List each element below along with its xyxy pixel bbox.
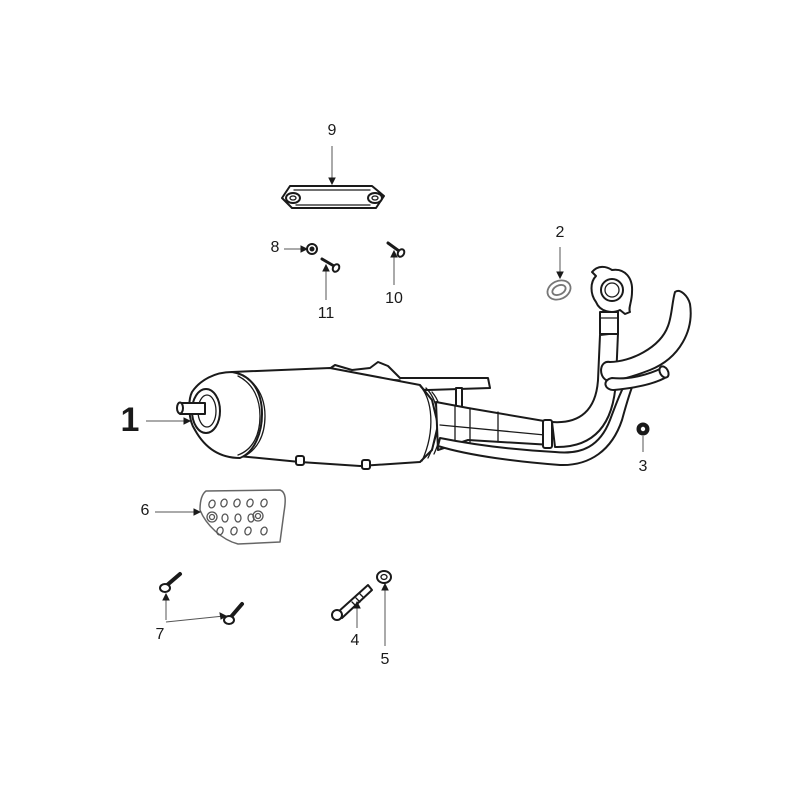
arrow-8 bbox=[300, 245, 309, 253]
part-1-muffler-assembly[interactable] bbox=[176, 265, 692, 470]
callout-3[interactable]: 3 bbox=[638, 458, 648, 475]
part-10-screw[interactable] bbox=[386, 241, 406, 258]
part-3-nut[interactable] bbox=[636, 422, 650, 436]
part-7-screw-a[interactable] bbox=[159, 572, 182, 593]
callout-8[interactable]: 8 bbox=[270, 239, 280, 256]
callout-1[interactable]: 1 bbox=[120, 401, 140, 439]
callout-6[interactable]: 6 bbox=[140, 502, 150, 519]
callout-2[interactable]: 2 bbox=[555, 224, 565, 241]
part-2-exhaust-gasket[interactable] bbox=[544, 277, 573, 303]
arrow-7a bbox=[162, 592, 170, 601]
callout-4[interactable]: 4 bbox=[350, 632, 360, 649]
part-7-screw-b[interactable] bbox=[223, 602, 244, 625]
arrow-2 bbox=[556, 271, 564, 280]
arrow-7b bbox=[219, 612, 228, 620]
callout-9[interactable]: 9 bbox=[327, 122, 337, 139]
arrow-1 bbox=[183, 417, 192, 425]
part-9-bracket-gasket[interactable] bbox=[281, 185, 385, 209]
arrow-4 bbox=[353, 600, 361, 609]
part-8-nut[interactable] bbox=[306, 243, 318, 255]
part-5-washer[interactable] bbox=[376, 570, 392, 584]
leader-7b bbox=[165, 615, 225, 623]
part-4-bolt[interactable] bbox=[331, 584, 373, 621]
arrow-10 bbox=[390, 249, 398, 258]
callout-10[interactable]: 10 bbox=[385, 290, 403, 307]
arrow-6 bbox=[193, 508, 202, 516]
callout-11[interactable]: 11 bbox=[317, 305, 335, 322]
arrow-5 bbox=[381, 582, 389, 591]
callout-5[interactable]: 5 bbox=[380, 651, 390, 668]
part-6-heat-shield[interactable] bbox=[199, 489, 286, 545]
part-11-screw[interactable] bbox=[320, 257, 341, 273]
callout-7[interactable]: 7 bbox=[155, 626, 165, 643]
arrow-11 bbox=[322, 263, 330, 272]
arrow-9 bbox=[328, 177, 336, 186]
heat-shield-vent-holes bbox=[206, 498, 268, 536]
